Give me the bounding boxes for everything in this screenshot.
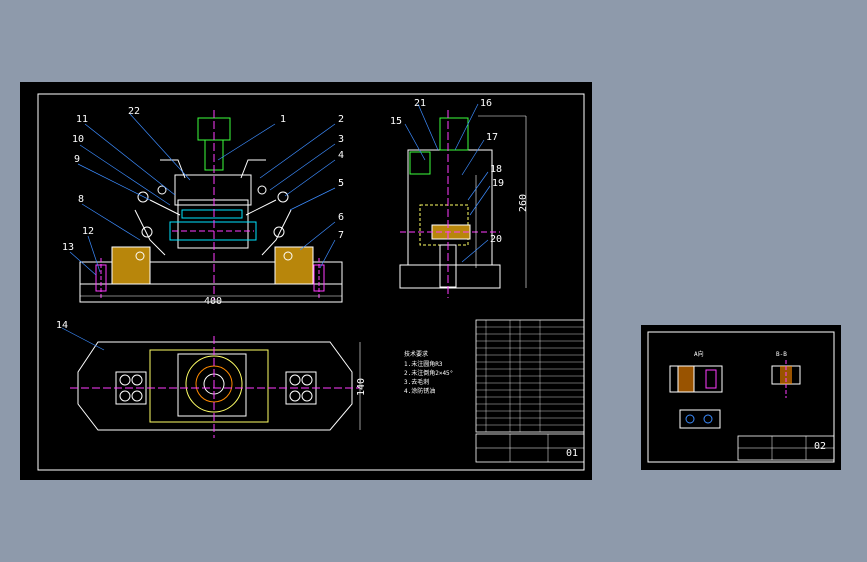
callout-17: 17 <box>486 132 498 143</box>
callout-10: 10 <box>72 134 84 145</box>
tech-req-line-1: 1.未注圆角R3 <box>404 360 443 368</box>
sub-view-b-label: B-B <box>776 351 787 358</box>
sub-sheet: A向 B-B 02 <box>641 325 841 470</box>
sub-sheet-border <box>647 331 835 463</box>
tech-req-line-3: 3.去毛刺 <box>404 378 429 386</box>
sub-sheet-paper <box>641 325 841 470</box>
callout-9: 9 <box>74 154 80 165</box>
callout-5: 5 <box>338 178 344 189</box>
main-title-block: 01 <box>475 433 585 463</box>
callout-16: 16 <box>480 98 492 109</box>
sub-sheet-number: 02 <box>814 441 826 452</box>
front-view: 400 <box>79 110 343 307</box>
side-callout-labels: 15 21 16 17 18 19 20 <box>390 98 504 245</box>
top-view: 140 14 <box>56 320 367 438</box>
front-handle <box>197 110 231 300</box>
front-left-block <box>111 246 151 285</box>
front-right-block <box>274 246 314 285</box>
callout-22: 22 <box>128 106 140 117</box>
callout-19: 19 <box>492 178 504 189</box>
tech-requirements: 技术要求 1.未注圆角R3 2.未注倒角2×45° 3.去毛刺 4.涂防锈油 <box>404 350 453 395</box>
callout-12: 12 <box>82 226 94 237</box>
callout-21: 21 <box>414 98 426 109</box>
side-callouts <box>404 103 491 263</box>
tech-req-line-2: 2.未注倒角2×45° <box>404 369 453 377</box>
tech-req-line-4: 4.涂防锈油 <box>404 387 435 395</box>
front-callouts <box>69 113 336 276</box>
callout-11: 11 <box>76 114 88 125</box>
front-callout-labels: 22 11 10 9 8 12 13 1 2 3 4 5 6 7 <box>62 106 344 253</box>
sub-view-a-label: A向 <box>694 350 704 358</box>
callout-4: 4 <box>338 150 344 161</box>
side-height-dim: 260 <box>518 194 529 212</box>
top-view-outline <box>77 341 353 431</box>
callout-2: 2 <box>338 114 344 125</box>
callout-7: 7 <box>338 230 344 241</box>
front-width-dim: 400 <box>204 296 222 307</box>
front-base-plate <box>79 261 343 303</box>
top-height-dim: 140 <box>356 378 367 396</box>
main-sheet-number: 01 <box>566 448 578 459</box>
front-clamp-body <box>177 199 249 249</box>
callout-13: 13 <box>62 242 74 253</box>
callout-1: 1 <box>280 114 286 125</box>
tech-req-title: 技术要求 <box>404 350 428 358</box>
callout-8: 8 <box>78 194 84 205</box>
main-sheet: 400 22 11 10 9 8 12 13 1 2 3 4 5 6 7 <box>20 82 592 480</box>
main-sheet-border <box>37 93 585 471</box>
bom-table <box>475 319 585 433</box>
callout-20: 20 <box>490 234 502 245</box>
side-view: 260 <box>399 110 529 298</box>
callout-3: 3 <box>338 134 344 145</box>
callout-15: 15 <box>390 116 402 127</box>
callout-6: 6 <box>338 212 344 223</box>
callout-14: 14 <box>56 320 68 331</box>
callout-18: 18 <box>490 164 502 175</box>
